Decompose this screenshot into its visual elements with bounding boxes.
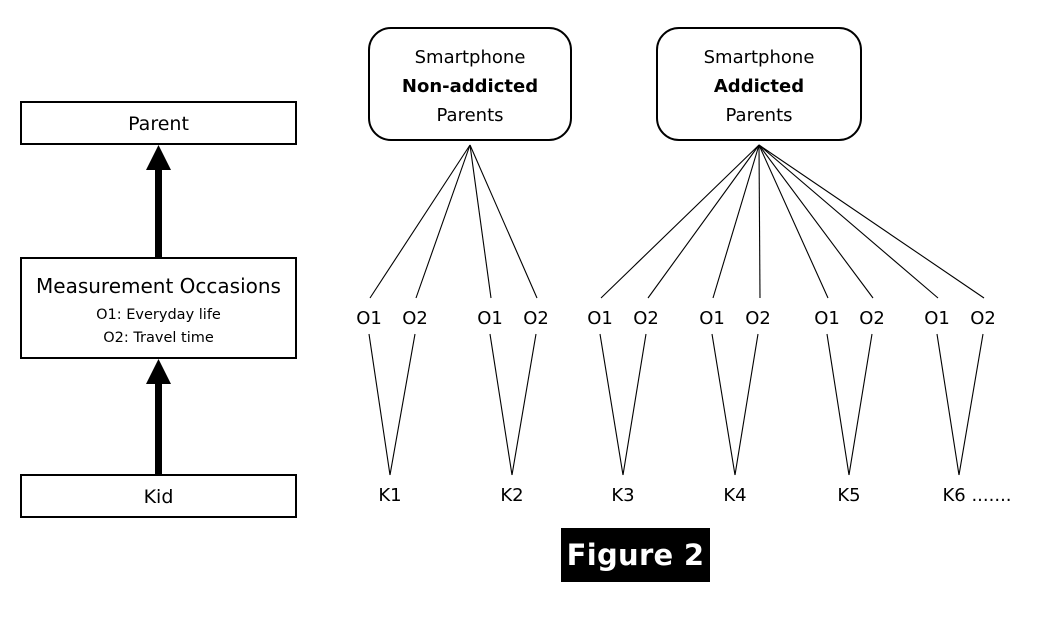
fan-line [758, 144, 939, 299]
fan-line [600, 144, 760, 299]
v-line [489, 333, 513, 476]
kid-box-label: Kid [144, 486, 174, 508]
v-line [936, 333, 960, 476]
kid-box: Kid [20, 474, 297, 518]
addicted-fan-lines [600, 144, 985, 299]
occasion-label-o1: O1 [477, 308, 503, 329]
legend-panel: Parent Measurement Occasions O1: Everyda… [20, 101, 297, 518]
fan-line [758, 144, 874, 299]
v-line [368, 333, 391, 476]
v-line [848, 333, 873, 476]
occasion-label-o2: O2 [523, 308, 549, 329]
v-line [711, 333, 736, 476]
parent-box: Parent [20, 101, 297, 145]
occasion-label-o1: O1 [699, 308, 725, 329]
fan-line [369, 144, 471, 299]
kid-label-row: K1 K2 K3 K4 K5 K6 ....... [378, 485, 1011, 506]
kid-label-k1: K1 [378, 485, 401, 506]
fan-line [758, 144, 829, 299]
kid-label-k4: K4 [723, 485, 746, 506]
kid-label-k3: K3 [611, 485, 634, 506]
v-line [734, 333, 759, 476]
occasion-label-o2: O2 [745, 308, 771, 329]
occasion-label-o1: O1 [814, 308, 840, 329]
fan-line [758, 144, 985, 299]
addicted-line-1: Smartphone [704, 47, 815, 68]
parent-box-label: Parent [128, 113, 189, 135]
fan-line [712, 144, 760, 299]
non-addicted-group-box: Smartphone Non-addicted Parents [368, 27, 572, 141]
v-line [826, 333, 850, 476]
non-addicted-line-2: Non-addicted [402, 76, 538, 97]
kid-box-rect [20, 474, 297, 518]
arrow-head-up-icon [146, 359, 171, 384]
fan-line [647, 144, 760, 299]
arrow-occasions-to-parent [146, 145, 171, 257]
addicted-line-2: Addicted [714, 76, 804, 97]
v-line [511, 333, 537, 476]
non-addicted-line-3: Parents [437, 105, 504, 126]
kid-label-k2: K2 [500, 485, 523, 506]
arrow-head-up-icon [146, 145, 171, 170]
v-line [958, 333, 984, 476]
non-addicted-group-rect [368, 27, 572, 141]
occasion-label-o2: O2 [970, 308, 996, 329]
occasion-label-o1: O1 [356, 308, 382, 329]
addicted-group-rect [656, 27, 862, 141]
occasion-label-o2: O2 [402, 308, 428, 329]
addicted-group-box: Smartphone Addicted Parents [656, 27, 862, 141]
fan-line [469, 144, 492, 299]
v-line [622, 333, 647, 476]
occasion-o1-description: O1: Everyday life [96, 307, 221, 323]
tree-panel: Smartphone Non-addicted Parents Smartpho… [356, 27, 1012, 506]
occasion-label-o1: O1 [924, 308, 950, 329]
occasion-label-o2: O2 [859, 308, 885, 329]
non-addicted-fan-lines [369, 144, 538, 299]
fan-line [415, 144, 471, 299]
arrow-kid-to-occasions [146, 359, 171, 474]
occasion-label-o2: O2 [633, 308, 659, 329]
occasion-label-row: O1 O2 O1 O2 O1 O2 O1 O2 O1 O2 O1 O2 [356, 308, 996, 329]
measurement-occasions-box-rect [20, 257, 297, 359]
parent-box-rect [20, 101, 297, 145]
v-line [599, 333, 624, 476]
addicted-line-3: Parents [726, 105, 793, 126]
non-addicted-line-1: Smartphone [415, 47, 526, 68]
occasion-o2-description: O2: Travel time [103, 330, 214, 346]
occasion-to-kid-connectors [368, 333, 984, 476]
measurement-occasions-label: Measurement Occasions [36, 274, 281, 298]
fan-line [758, 144, 761, 299]
occasion-label-o1: O1 [587, 308, 613, 329]
measurement-occasions-box: Measurement Occasions O1: Everyday life … [20, 257, 297, 359]
figure-caption: Figure 2 [561, 528, 710, 582]
kid-label-k6: K6 ....... [942, 485, 1011, 506]
fan-line [469, 144, 538, 299]
kid-label-k5: K5 [837, 485, 860, 506]
v-line [389, 333, 416, 476]
